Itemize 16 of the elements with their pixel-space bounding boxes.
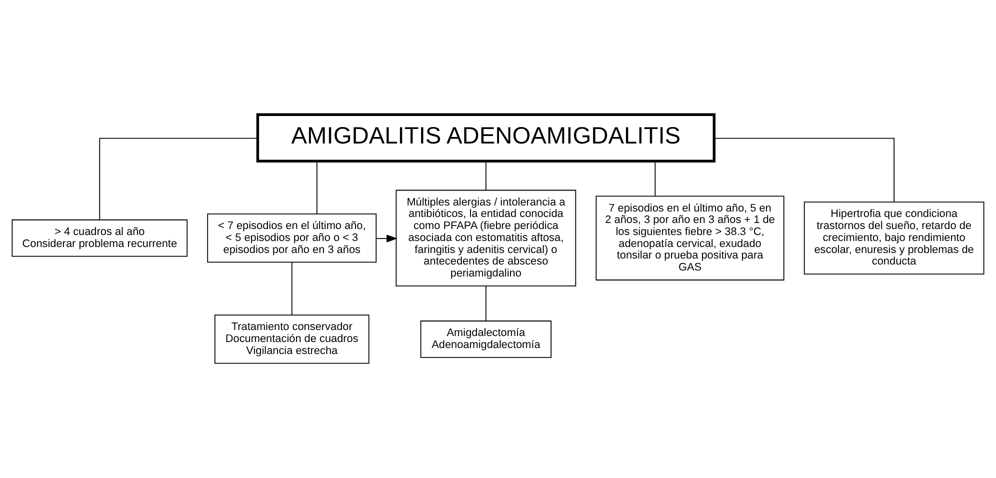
node-box: Amigdalectomía Adenoamigdalectomía xyxy=(420,320,552,358)
node-box: > 4 cuadros al año Considerar problema recurrente xyxy=(12,219,188,257)
arrow xyxy=(376,234,398,242)
connector xyxy=(714,138,895,203)
connector xyxy=(485,286,486,322)
connector xyxy=(291,262,292,316)
connector xyxy=(316,160,318,214)
node-box: 7 episodios en el último año, 5 en 2 años, 3 por año en 3 años + 1 de los siguientes fiebre > 38.3 °C, adenopatía cervical, exudado tonsilar o prueba positiva para GAS xyxy=(596,196,784,280)
node-box: Tratamiento conservador Documentación de cuadros Vigilancia estrecha xyxy=(214,314,370,364)
node-box: AMIGDALITIS ADENOAMIGDALITIS xyxy=(256,113,716,162)
connector xyxy=(654,160,656,197)
node-box: Múltiples alergias / intolerancia a antibióticos, la entidad conocida como PFAPA (fiebre periódica asociada con estomatitis aftosa, faringitis y adenitis cervical) o antecedentes de absceso periamigdalino xyxy=(396,190,576,286)
connector xyxy=(99,138,258,220)
connector xyxy=(485,160,486,191)
node-box: Hipertrofia que condiciona trastornos del sueño, retardo de crecimiento, bajo rendimiento escolar, enuresis y problemas de conducta xyxy=(804,202,984,275)
node-box: < 7 episodios en el último año, < 5 episodios por año o < 3 episodios por año en 3 años xyxy=(207,213,377,263)
